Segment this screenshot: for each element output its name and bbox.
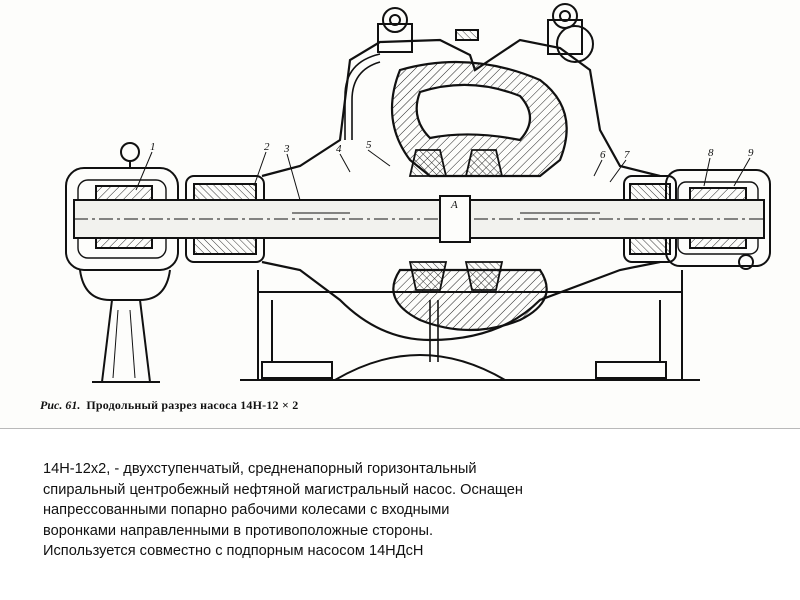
pump-description: 14Н-12x2, - двухступенчатый, средненапор… <box>43 459 763 562</box>
left-support-stand <box>79 269 171 383</box>
pump-drawing: A 1 2 3 4 5 6 7 8 9 <box>65 3 771 383</box>
top-lifting-eyes <box>377 3 594 63</box>
callout-8: 8 <box>708 147 714 159</box>
volute-casing <box>261 38 661 342</box>
figure-title: Продольный разрез насоса 14Н-12 × 2 <box>86 398 299 412</box>
callout-9: 9 <box>748 147 754 159</box>
figure-caption: Рис. 61. Продольный разрез насоса 14Н-12 … <box>40 398 298 413</box>
callout-4: 4 <box>336 143 342 155</box>
impellers <box>408 149 504 291</box>
callout-3: 3 <box>283 143 290 155</box>
pump-shaft <box>73 195 765 243</box>
pipe-lines <box>344 53 439 362</box>
description-line: спиральный центробежный нефтяной магистр… <box>43 481 523 498</box>
callout-5: 5 <box>366 139 372 151</box>
figure-number: Рис. 61. <box>40 398 81 412</box>
callout-6: 6 <box>600 149 606 161</box>
callout-1: 1 <box>150 141 156 153</box>
description-line: напрессованными попарно рабочими колесам… <box>43 502 450 518</box>
pump-cross-section-figure: A 1 2 3 4 5 6 7 8 9 Рис. 61. Продольный р… <box>0 3 800 429</box>
callout-7: 7 <box>624 149 630 161</box>
description-line: воронками направленными в противоположны… <box>43 522 434 539</box>
description-line: 14Н-12x2, - двухступенчатый, средненапор… <box>43 461 477 477</box>
right-seal-housing <box>623 175 677 263</box>
center-mark-a: A <box>450 199 458 211</box>
callout-leaders <box>135 149 751 201</box>
description-line: Используется совместно с подпорным насос… <box>43 543 424 559</box>
callout-2: 2 <box>264 141 270 153</box>
